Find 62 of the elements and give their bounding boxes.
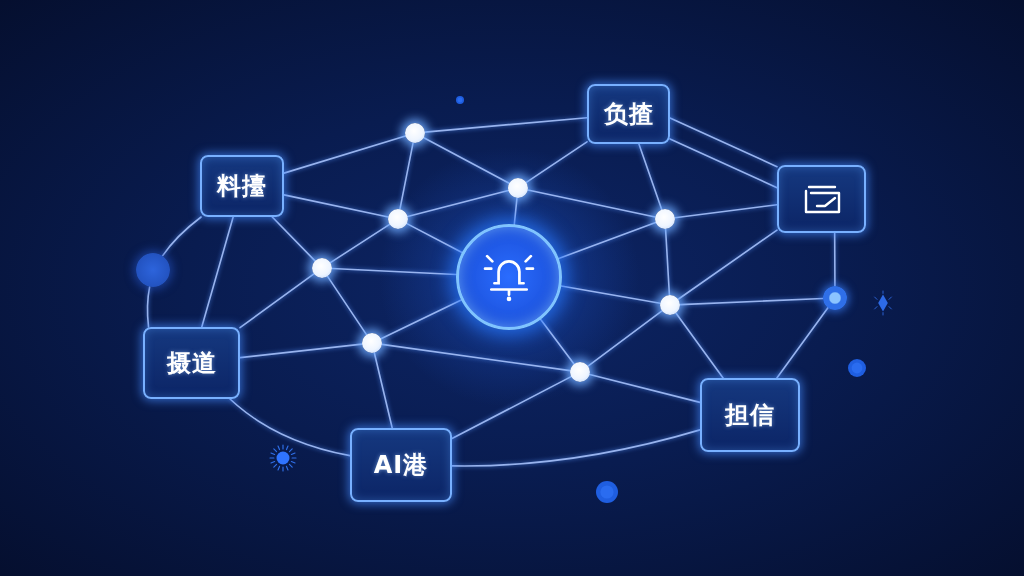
node-label: 料擡 <box>217 171 267 201</box>
connector-line <box>380 299 463 340</box>
connector-line <box>539 318 575 365</box>
node-label: 摄道 <box>166 348 217 378</box>
connector-line <box>776 306 829 379</box>
connector-line <box>326 275 368 336</box>
connector-line <box>588 373 701 404</box>
connector-line <box>674 203 778 219</box>
connector-line <box>833 232 836 287</box>
connector-line <box>331 267 457 276</box>
connector-line <box>424 116 588 133</box>
connector-line <box>229 398 351 457</box>
connector-line <box>271 216 316 262</box>
connector-line <box>587 310 663 367</box>
connector-line <box>329 223 391 264</box>
connector-line <box>200 216 234 328</box>
label-card <box>350 428 452 502</box>
connector-line <box>669 138 778 189</box>
connector-line <box>451 429 701 467</box>
connector-line <box>557 221 657 260</box>
label-card <box>587 84 670 144</box>
junction-dot <box>823 286 847 310</box>
connector-line <box>381 343 571 372</box>
junction-dot <box>508 178 528 198</box>
junction-dot <box>388 209 408 229</box>
label-card <box>700 378 800 452</box>
connector-line <box>146 285 151 328</box>
connector-line <box>451 375 572 440</box>
junction-dot <box>362 333 382 353</box>
connector-line <box>406 222 463 254</box>
node-label: AI港 <box>373 450 429 480</box>
connector-line <box>283 135 407 174</box>
connector-line <box>664 228 671 296</box>
connector-line <box>399 142 414 210</box>
connector-line <box>638 143 663 211</box>
connector-line <box>239 273 315 329</box>
connector-line <box>679 297 824 306</box>
connector-line <box>677 229 778 301</box>
junction-dot <box>312 258 332 278</box>
junction-dot <box>570 362 590 382</box>
connector-line <box>423 136 510 185</box>
icon-card <box>777 165 866 233</box>
connector-line <box>675 312 724 379</box>
node-label: 负揸 <box>603 99 654 129</box>
connector-line <box>373 351 393 429</box>
junction-dot <box>136 253 170 287</box>
junction-dot <box>655 209 675 229</box>
connector-line <box>239 343 363 359</box>
label-card <box>200 155 284 217</box>
node-label: 担信 <box>725 400 775 430</box>
connector-line <box>406 189 510 218</box>
hub-circle <box>456 224 562 330</box>
connector-line <box>513 197 518 226</box>
connector-line <box>669 117 778 168</box>
connector-line <box>161 216 202 257</box>
connector-line <box>527 189 656 218</box>
junction-dot <box>405 123 425 143</box>
connector-line <box>283 194 390 218</box>
connector-line <box>525 141 588 184</box>
label-card <box>143 327 240 399</box>
junction-dot <box>660 295 680 315</box>
connector-line <box>560 285 661 305</box>
